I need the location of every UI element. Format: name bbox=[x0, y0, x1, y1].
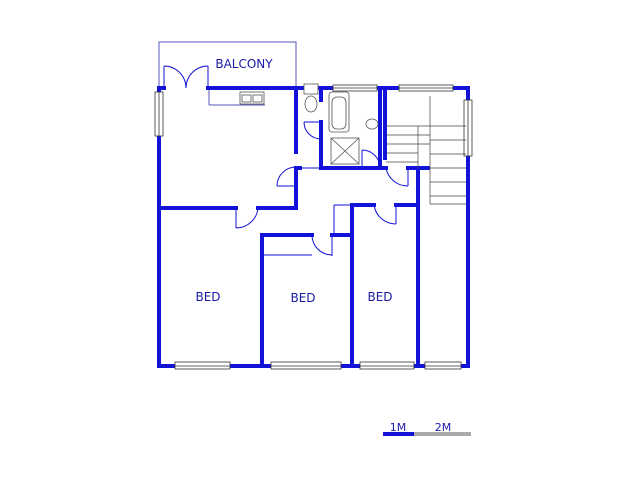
room-label-balcony: BALCONY bbox=[215, 57, 273, 71]
room-label-bed-1: BED bbox=[195, 290, 220, 304]
hall-lines bbox=[262, 167, 352, 256]
exterior-walls bbox=[157, 86, 470, 368]
window-stair bbox=[424, 361, 462, 370]
window-bed3 bbox=[359, 361, 415, 370]
scale-label-1m: 1M bbox=[390, 421, 407, 434]
room-label-bed-3: BED bbox=[367, 290, 392, 304]
interior-walls bbox=[157, 86, 430, 368]
stairs bbox=[386, 96, 466, 205]
room-label-bed-2: BED bbox=[290, 291, 315, 305]
balcony-outline bbox=[158, 41, 297, 106]
toilet-icon bbox=[303, 83, 319, 95]
scale-bar: 1M 2M bbox=[383, 421, 471, 436]
basin-icon bbox=[365, 118, 379, 130]
windows bbox=[154, 84, 473, 370]
window-bed1 bbox=[174, 361, 231, 370]
door-swings bbox=[163, 65, 409, 256]
fixtures bbox=[239, 83, 379, 165]
scale-segment-2 bbox=[414, 432, 471, 436]
scale-segment-1 bbox=[383, 432, 414, 436]
scale-label-2m: 2M bbox=[435, 421, 452, 434]
window-bed2 bbox=[270, 361, 342, 370]
